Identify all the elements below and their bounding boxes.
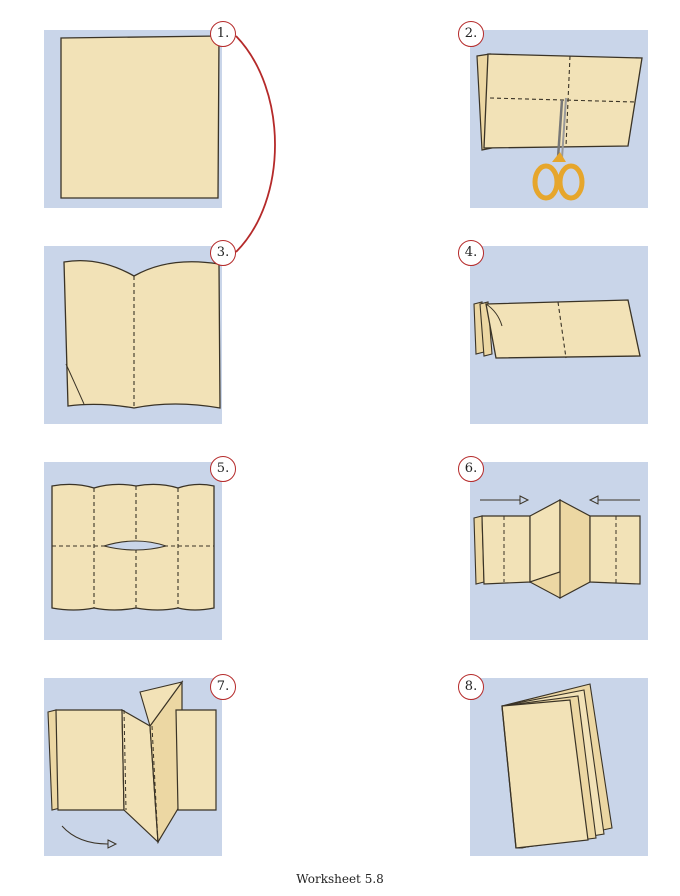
step-2-badge: 2. bbox=[458, 21, 484, 47]
flat-sheet-illustration bbox=[60, 35, 220, 199]
step-4-badge: 4. bbox=[458, 240, 484, 266]
cut-with-scissors-illustration bbox=[476, 53, 643, 201]
step-8-panel bbox=[470, 678, 648, 856]
step-7-badge: 7. bbox=[210, 674, 236, 700]
unfolded-with-slit-illustration bbox=[51, 483, 215, 611]
step-7-panel bbox=[44, 678, 222, 856]
curved-arrow-icon bbox=[107, 839, 118, 849]
step-2-panel bbox=[470, 30, 648, 208]
scissors-icon bbox=[532, 97, 585, 201]
step-3-panel bbox=[44, 246, 222, 424]
push-ends-inward-illustration bbox=[473, 495, 641, 599]
folding-into-book-illustration bbox=[47, 680, 217, 849]
step-3-badge: 3. bbox=[210, 240, 236, 266]
worksheet-caption: Worksheet 5.8 bbox=[296, 872, 384, 886]
step-5-badge: 5. bbox=[210, 456, 236, 482]
arrow-right-icon bbox=[519, 495, 530, 505]
step-1-panel bbox=[44, 30, 222, 208]
folded-strip-illustration bbox=[473, 299, 641, 359]
folded-in-half-illustration bbox=[63, 259, 221, 409]
step-5-panel bbox=[44, 462, 222, 640]
step-6-badge: 6. bbox=[458, 456, 484, 482]
step-6-panel bbox=[470, 462, 648, 640]
step-4-panel bbox=[470, 246, 648, 424]
finished-booklet-illustration bbox=[501, 683, 613, 849]
step-1-badge: 1. bbox=[210, 21, 236, 47]
arrow-left-icon bbox=[588, 495, 599, 505]
step-8-badge: 8. bbox=[458, 674, 484, 700]
